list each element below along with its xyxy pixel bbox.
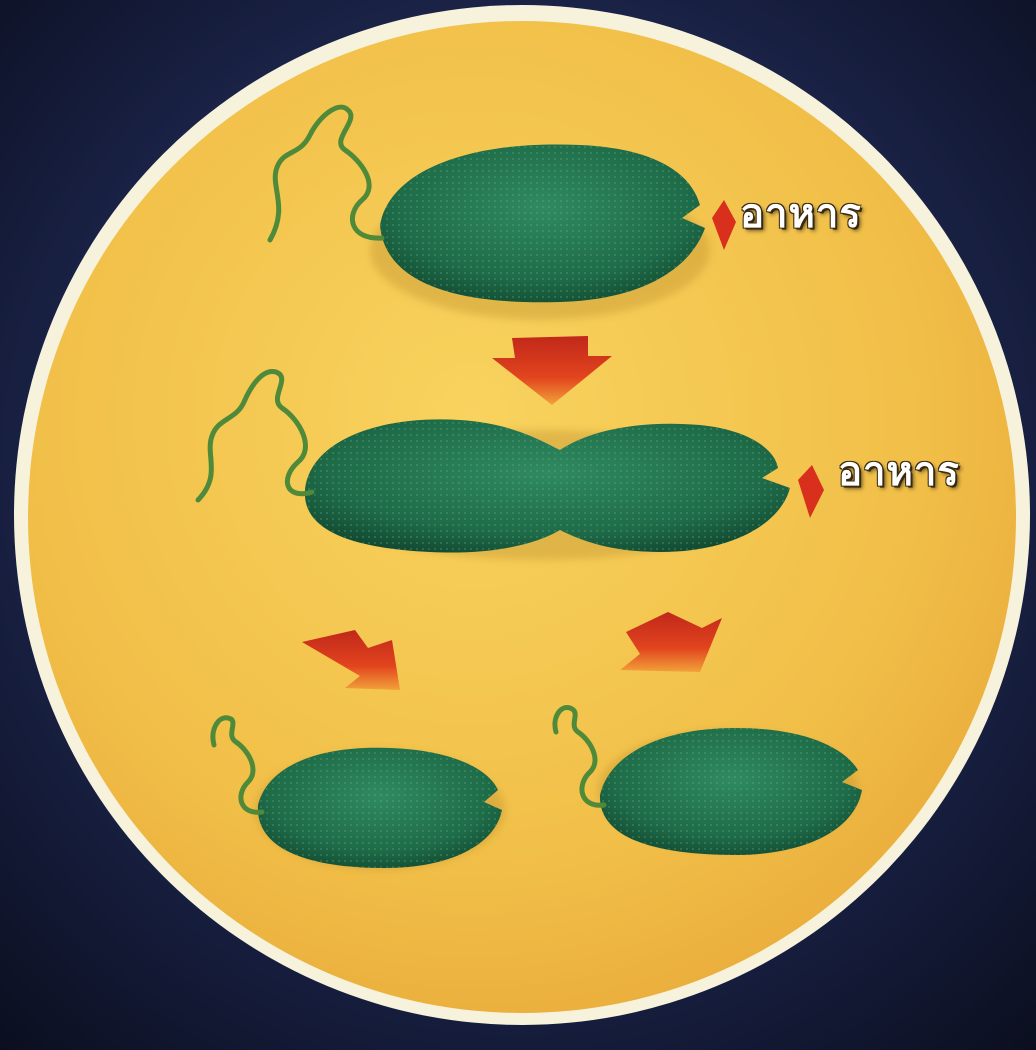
food-label-middle: อาหาร (838, 452, 960, 492)
bacterium-cell-bottom-left (255, 748, 505, 870)
food-label-top: อาหาร (740, 194, 862, 234)
bacterium-cell-bottom-right (598, 728, 862, 855)
bacterium-cell-dividing (305, 419, 790, 560)
